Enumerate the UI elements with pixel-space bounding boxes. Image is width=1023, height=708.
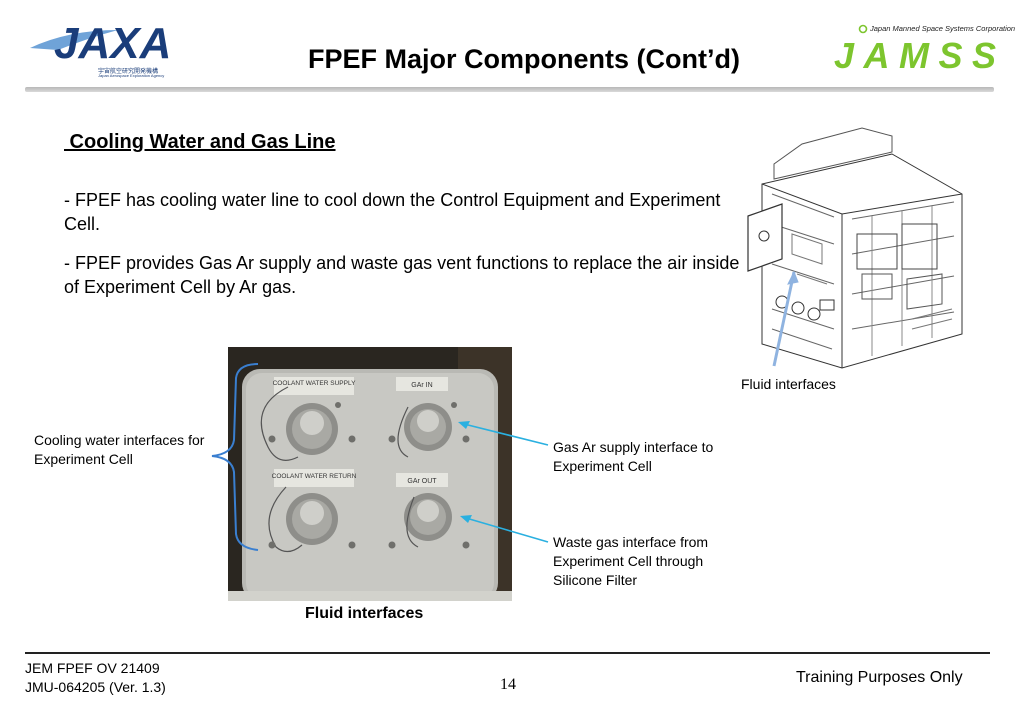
jaxa-subtitle-jp: 宇宙航空研究開発機構 [98,69,159,75]
fluid-interface-photo: COOLANT WATER SUPPLY GAr IN COOLANT WATE… [228,347,512,601]
jamss-logo: JAMSS [834,24,996,72]
connector-coolant-return [286,493,338,545]
page-title: FPEF Major Components (Cont’d) [308,44,740,74]
equipment-caption: Fluid interfaces [741,376,836,392]
footer-doc-id: JEM FPEF OV 21409 [25,660,160,676]
page-number: 14 [500,676,516,693]
jamss-wordmark: JAMSS [834,35,996,72]
photo-caption: Fluid interfaces [305,605,424,622]
callout-gas-supply: Gas Ar supply interface to Experiment Ce… [553,439,714,474]
header-divider [25,87,994,92]
plaque-gar-in: GAr IN [411,382,432,389]
paragraph-gas-supply: - FPEF provides Gas Ar supply and waste … [64,253,740,297]
equipment-illustration [747,127,963,369]
footer-doc-version: JMU-064205 (Ver. 1.3) [25,679,166,695]
connector-coolant-supply [286,403,338,455]
jamss-corp-name: Japan Manned Space Systems Corporation [870,24,1016,33]
paragraph-cooling-water: - FPEF has cooling water line to cool do… [64,190,721,234]
plaque-gar-out: GAr OUT [407,478,437,485]
jaxa-logo: JAXA [30,19,171,68]
footer-notice: Training Purposes Only [796,669,963,686]
plaque-coolant-return: COOLANT WATER RETURN [272,473,357,480]
connector-gar-out [404,493,452,541]
jaxa-wordmark: JAXA [54,19,171,68]
footer-divider [25,652,990,654]
callout-cooling-water: Cooling water interfaces for Experiment … [34,432,205,467]
connector-gar-in [404,403,452,451]
jaxa-subtitle-en: Japan Aerospace Exploration Agency [98,73,165,78]
plaque-coolant-supply: COOLANT WATER SUPPLY [273,380,356,387]
section-heading: Cooling Water and Gas Line [64,131,336,153]
callout-waste-gas: Waste gas interface from Experiment Cell… [553,534,709,588]
